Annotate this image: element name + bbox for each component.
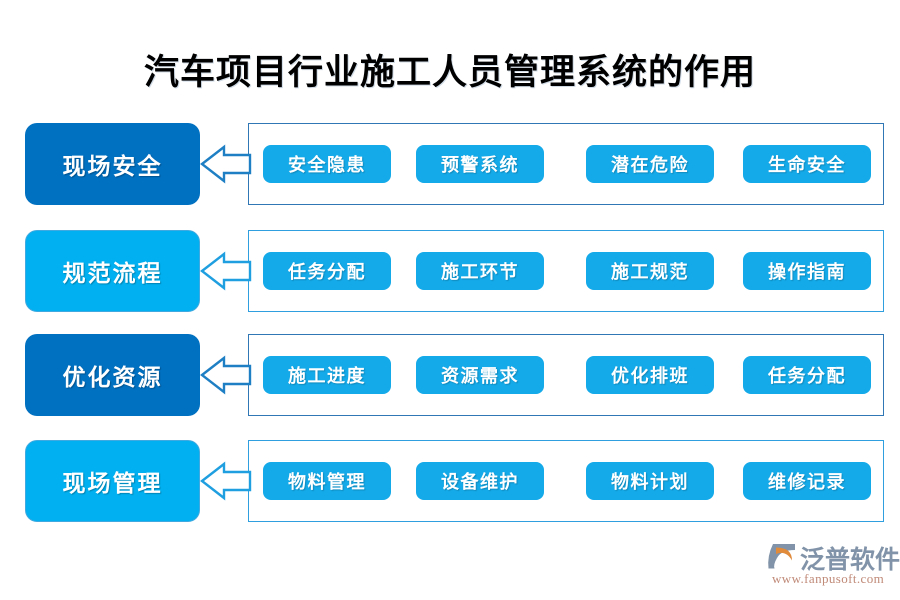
arrow-left-icon [200,355,252,395]
item-pill[interactable]: 施工环节 [416,252,544,290]
item-label: 设备维护 [441,472,519,492]
item-pill[interactable]: 潜在危险 [586,145,714,183]
diagram-row: 现场安全 安全隐患 预警系统 潜在危险 生命安全 [0,123,900,213]
category-label: 规范流程 [62,261,163,286]
category-box[interactable]: 现场管理 [25,440,200,522]
item-pill[interactable]: 任务分配 [263,252,391,290]
item-pill[interactable]: 安全隐患 [263,145,391,183]
item-pill[interactable]: 操作指南 [743,252,871,290]
item-pill[interactable]: 施工进度 [263,356,391,394]
item-pill[interactable]: 任务分配 [743,356,871,394]
item-label: 潜在危险 [611,155,689,175]
company-logo: 泛普软件 www.fanpusoft.com [766,540,900,588]
item-label: 资源需求 [441,366,519,386]
item-label: 预警系统 [441,155,519,175]
item-pill[interactable]: 维修记录 [743,462,871,500]
arrow-left-icon [200,461,252,501]
item-label: 维修记录 [768,472,846,492]
category-box[interactable]: 现场安全 [25,123,200,205]
category-label: 现场管理 [62,471,163,496]
item-label: 任务分配 [288,262,366,282]
item-label: 施工规范 [611,262,689,282]
item-pill[interactable]: 预警系统 [416,145,544,183]
page-title: 汽车项目行业施工人员管理系统的作用 [143,53,756,92]
diagram-row: 优化资源 施工进度 资源需求 优化排班 任务分配 [0,334,900,424]
item-pill[interactable]: 生命安全 [743,145,871,183]
item-label: 物料管理 [288,472,366,492]
item-pill[interactable]: 设备维护 [416,462,544,500]
item-pill[interactable]: 施工规范 [586,252,714,290]
item-pill[interactable]: 资源需求 [416,356,544,394]
category-label: 优化资源 [62,365,163,390]
item-label: 物料计划 [611,472,689,492]
item-pill[interactable]: 优化排班 [586,356,714,394]
logo-mark-icon [768,544,795,569]
logo-name: 泛普软件 [800,547,900,574]
item-pill[interactable]: 物料计划 [586,462,714,500]
item-pill[interactable]: 物料管理 [263,462,391,500]
diagram-row: 现场管理 物料管理 设备维护 物料计划 维修记录 [0,440,900,530]
diagram-row: 规范流程 任务分配 施工环节 施工规范 操作指南 [0,230,900,320]
item-label: 优化排班 [611,366,689,386]
item-label: 操作指南 [768,262,846,282]
arrow-left-icon [200,144,252,184]
category-box[interactable]: 优化资源 [25,334,200,416]
item-label: 施工环节 [441,262,519,282]
item-label: 安全隐患 [288,155,366,175]
item-label: 任务分配 [768,366,846,386]
logo-url: www.fanpusoft.com [772,571,885,586]
category-box[interactable]: 规范流程 [25,230,200,312]
category-label: 现场安全 [62,154,163,179]
item-label: 生命安全 [768,155,846,175]
arrow-left-icon [200,251,252,291]
item-label: 施工进度 [288,366,366,386]
